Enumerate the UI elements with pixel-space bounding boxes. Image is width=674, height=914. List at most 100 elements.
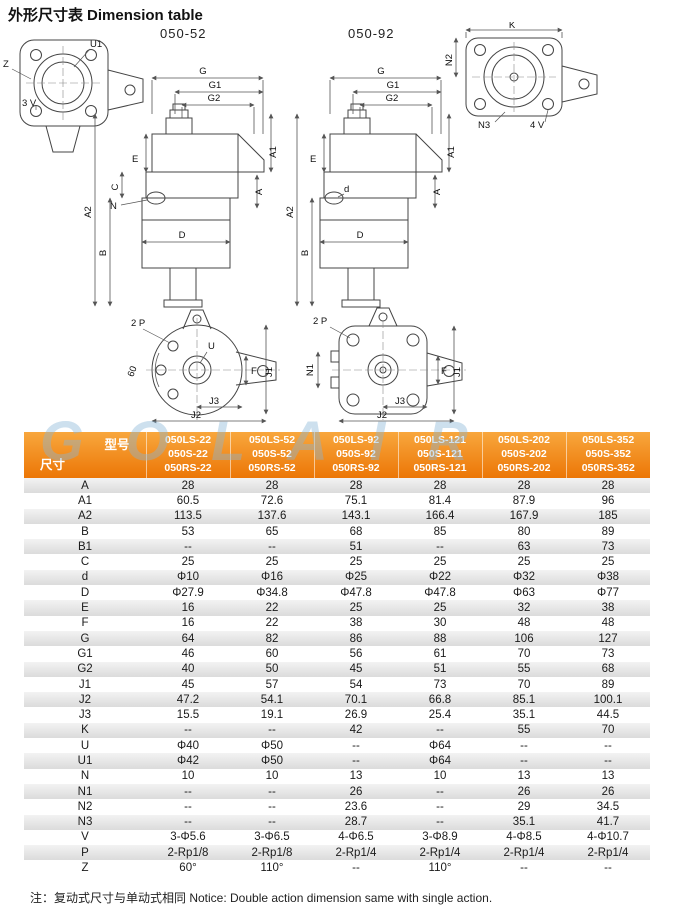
dimension-value: Φ22 bbox=[398, 569, 482, 586]
dimension-value: 13 bbox=[482, 768, 566, 784]
drawing-caption-050-52: 050-52 bbox=[160, 26, 207, 41]
dimension-value: 28 bbox=[566, 478, 650, 494]
dim-label-g2: G2 bbox=[208, 93, 221, 104]
model-name: 050S-202 bbox=[501, 448, 547, 461]
dimension-value: 166.4 bbox=[398, 508, 482, 524]
dimension-value: 68 bbox=[566, 661, 650, 677]
dimension-value: 29 bbox=[482, 799, 566, 815]
dim-label-k: K bbox=[509, 22, 516, 31]
dimension-value: 28 bbox=[230, 478, 314, 494]
dimension-value: 81.4 bbox=[398, 493, 482, 509]
dimension-value: -- bbox=[398, 799, 482, 815]
dimension-value: 73 bbox=[398, 676, 482, 693]
dim-label-g1-right: G1 bbox=[387, 80, 400, 91]
dimension-value: 100.1 bbox=[566, 692, 650, 708]
dimension-value: 51 bbox=[398, 661, 482, 677]
dimension-value: 75.1 bbox=[314, 493, 398, 509]
dimension-value: -- bbox=[566, 860, 650, 876]
dimension-value: -- bbox=[398, 539, 482, 555]
dim-label-j1-right: J1 bbox=[452, 367, 463, 377]
dimension-value: 66.8 bbox=[398, 692, 482, 708]
dimension-label: G bbox=[24, 630, 146, 647]
dimension-value: 22 bbox=[230, 615, 314, 631]
dimension-value: Φ47.8 bbox=[398, 585, 482, 601]
footer-note: 注：复动式尺寸与单动式相同 Notice: Double action dime… bbox=[30, 891, 493, 905]
dim-label-4v: 4 V bbox=[530, 120, 545, 131]
dimension-value: 15.5 bbox=[146, 707, 230, 723]
dimension-value: 70 bbox=[566, 722, 650, 739]
dimension-label: N3 bbox=[24, 814, 146, 830]
dim-label-e-right: E bbox=[310, 154, 316, 165]
dimension-label: Z bbox=[24, 860, 146, 876]
dimension-value: 127 bbox=[566, 630, 650, 647]
model-name: 050RS-52 bbox=[248, 461, 296, 474]
dimension-value: 45 bbox=[314, 661, 398, 677]
dimension-value: Φ64 bbox=[398, 753, 482, 769]
dimension-label: A1 bbox=[24, 493, 146, 509]
dimension-value: 85 bbox=[398, 523, 482, 540]
dimension-value: 25 bbox=[482, 554, 566, 570]
dim-label-a2: A2 bbox=[83, 206, 94, 218]
model-name: 050LS-52 bbox=[248, 434, 296, 447]
dim-label-u1: U1 bbox=[90, 39, 102, 50]
dim-label-b-right: B bbox=[300, 250, 311, 256]
dimension-value: 25 bbox=[314, 554, 398, 570]
dimension-drawings-svg: U1 Z 3 V G G1 G2 A1 A E C N A2 B D 2 P 6… bbox=[3, 22, 598, 424]
right-front-view bbox=[294, 75, 452, 308]
dimension-value: Φ42 bbox=[146, 753, 230, 769]
dimension-value: 143.1 bbox=[314, 508, 398, 524]
dimension-value: 10 bbox=[398, 768, 482, 784]
dimension-value: 80 bbox=[482, 523, 566, 540]
dimension-value: 25.4 bbox=[398, 707, 482, 723]
dimension-value: -- bbox=[146, 783, 230, 800]
dimension-value: -- bbox=[146, 722, 230, 739]
dimension-value: 87.9 bbox=[482, 493, 566, 509]
dimension-value: 35.1 bbox=[482, 707, 566, 723]
corner-label-dimension: 尺寸 bbox=[40, 457, 66, 472]
dimension-value: 63 bbox=[482, 539, 566, 555]
dimension-value: Φ32 bbox=[482, 569, 566, 586]
dimension-value: 137.6 bbox=[230, 508, 314, 524]
dimension-value: 38 bbox=[566, 600, 650, 616]
dimension-value: 2-Rp1/4 bbox=[566, 845, 650, 861]
dimension-value: 2-Rp1/4 bbox=[398, 845, 482, 861]
dimension-value: 110° bbox=[398, 860, 482, 876]
dimension-value: 26 bbox=[566, 783, 650, 800]
dimension-value: 13 bbox=[314, 768, 398, 784]
dimension-value: 73 bbox=[566, 646, 650, 662]
dimension-value: 89 bbox=[566, 676, 650, 693]
dimension-value: -- bbox=[146, 539, 230, 555]
dimension-value: 10 bbox=[230, 768, 314, 784]
dimension-value: 61 bbox=[398, 646, 482, 662]
dimension-value: -- bbox=[230, 783, 314, 800]
dim-label-j1: J1 bbox=[264, 367, 275, 377]
dimension-value: 2-Rp1/4 bbox=[482, 845, 566, 861]
dimension-value: -- bbox=[398, 814, 482, 830]
dimension-value: 16 bbox=[146, 600, 230, 616]
dimension-value: 28 bbox=[146, 478, 230, 494]
page-title-zh: 外形尺寸表 bbox=[8, 7, 84, 24]
model-name: 050RS-121 bbox=[413, 461, 467, 474]
dim-label-b: B bbox=[98, 250, 109, 256]
dimension-value: 28 bbox=[482, 478, 566, 494]
dim-label-g: G bbox=[199, 66, 206, 77]
corner-header-cell: 型号 尺寸 bbox=[24, 432, 147, 478]
dimension-value: 16 bbox=[146, 615, 230, 631]
model-name: 050RS-202 bbox=[497, 461, 551, 474]
model-name: 050S-52 bbox=[252, 448, 292, 461]
dim-label-c: C bbox=[110, 183, 121, 190]
dim-label-d-right: D bbox=[357, 230, 364, 241]
dim-label-g-right: G bbox=[377, 66, 384, 77]
dimension-value: 4-Φ8.5 bbox=[482, 829, 566, 846]
